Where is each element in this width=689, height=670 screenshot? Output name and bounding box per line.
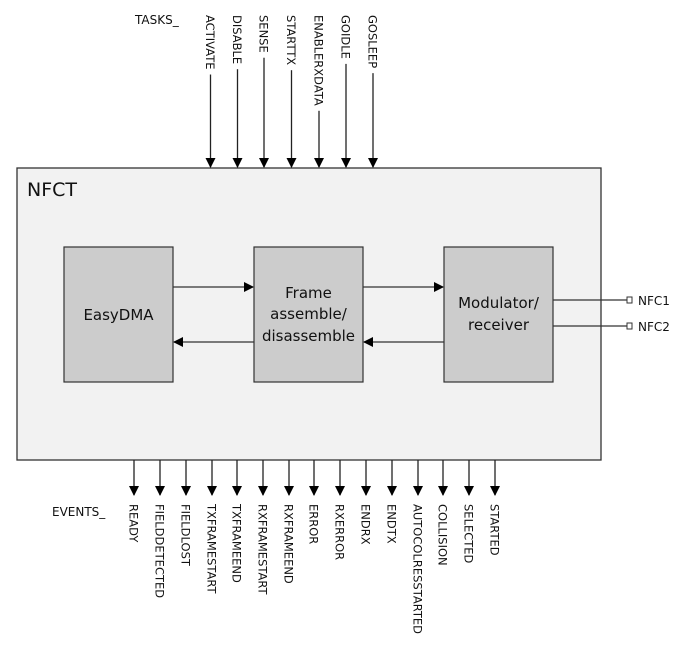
event-label: READY — [127, 504, 141, 543]
event-rxframestart: RXFRAMESTART — [256, 460, 270, 596]
pin-nfc2-pad-icon — [626, 322, 633, 330]
frame-label-line-1: Frame — [285, 284, 332, 302]
event-label: ERROR — [307, 504, 321, 544]
event-autocolresstarted: AUTOCOLRESSTARTED — [411, 460, 425, 634]
pin-nfc2: NFC2 — [553, 320, 670, 334]
task-sense: SENSE — [257, 15, 271, 168]
pin-nfc1-pad-icon — [626, 296, 633, 304]
event-label: ENDRX — [359, 504, 373, 545]
task-activate: ACTIVATE — [203, 15, 217, 168]
tasks-group: ACTIVATE DISABLE SENSE STARTTX ENABLERXDATA G… — [203, 15, 380, 168]
event-ready: READY — [127, 460, 141, 543]
event-fieldlost: FIELDLOST — [179, 460, 193, 567]
frame-assemble-block: Frame assemble/ disassemble — [253, 246, 364, 383]
event-selected: SELECTED — [462, 460, 476, 564]
event-rxerror: RXERROR — [333, 460, 347, 560]
easydma-block: EasyDMA — [63, 246, 174, 383]
easydma-label: EasyDMA — [83, 306, 154, 324]
task-label: ACTIVATE — [203, 15, 217, 70]
event-label: RXERROR — [333, 504, 347, 560]
event-collision: COLLISION — [436, 460, 450, 566]
events-prefix-label: EVENTS_ — [52, 505, 106, 519]
event-txframeend: TXFRAMEEND — [230, 460, 244, 583]
modulator-label-line-1: Modulator/ — [458, 294, 540, 312]
event-label: AUTOCOLRESSTARTED — [411, 504, 425, 634]
event-label: RXFRAMEEND — [282, 504, 296, 584]
event-label: TXFRAMEEND — [230, 503, 244, 583]
event-label: TXFRAMESTART — [205, 503, 219, 595]
event-rxframeend: RXFRAMEEND — [282, 460, 296, 584]
task-gosleep: GOSLEEP — [366, 15, 380, 168]
frame-label-line-2: assemble/ — [270, 305, 348, 323]
event-started: STARTED — [488, 460, 502, 556]
nfct-title: NFCT — [27, 179, 77, 201]
event-txframestart: TXFRAMESTART — [205, 460, 219, 595]
task-label: STARTTX — [284, 15, 298, 65]
event-endtx: ENDTX — [385, 460, 399, 544]
frame-label-line-3: disassemble — [262, 327, 355, 345]
modulator-label-line-2: receiver — [468, 316, 530, 334]
task-label: GOSLEEP — [366, 15, 380, 68]
pin-nfc1: NFC1 — [553, 294, 670, 308]
event-label: ENDTX — [385, 504, 399, 544]
task-goidle: GOIDLE — [339, 15, 353, 168]
task-enablerxdata: ENABLERXDATA — [312, 15, 326, 168]
event-error: ERROR — [307, 460, 321, 544]
event-label: COLLISION — [436, 504, 450, 566]
modulator-receiver-block: Modulator/ receiver — [443, 246, 554, 383]
task-disable: DISABLE — [230, 15, 244, 168]
event-label: SELECTED — [462, 504, 476, 564]
event-label: FIELDDETECTED — [153, 504, 167, 598]
events-group: READY FIELDDETECTED FIELDLOST TXFRAMESTART T… — [127, 460, 502, 634]
event-endrx: ENDRX — [359, 460, 373, 545]
task-label: ENABLERXDATA — [312, 15, 326, 106]
event-label: RXFRAMESTART — [256, 504, 270, 596]
pin-nfc2-label: NFC2 — [638, 320, 670, 334]
task-label: GOIDLE — [339, 15, 353, 59]
task-starttx: STARTTX — [284, 15, 298, 168]
event-label: STARTED — [488, 504, 502, 556]
task-label: SENSE — [257, 15, 271, 53]
pin-nfc1-label: NFC1 — [638, 294, 670, 308]
task-label: DISABLE — [230, 15, 244, 64]
event-label: FIELDLOST — [179, 504, 193, 567]
event-fielddetected: FIELDDETECTED — [153, 460, 167, 598]
tasks-prefix-label: TASKS_ — [134, 13, 180, 27]
